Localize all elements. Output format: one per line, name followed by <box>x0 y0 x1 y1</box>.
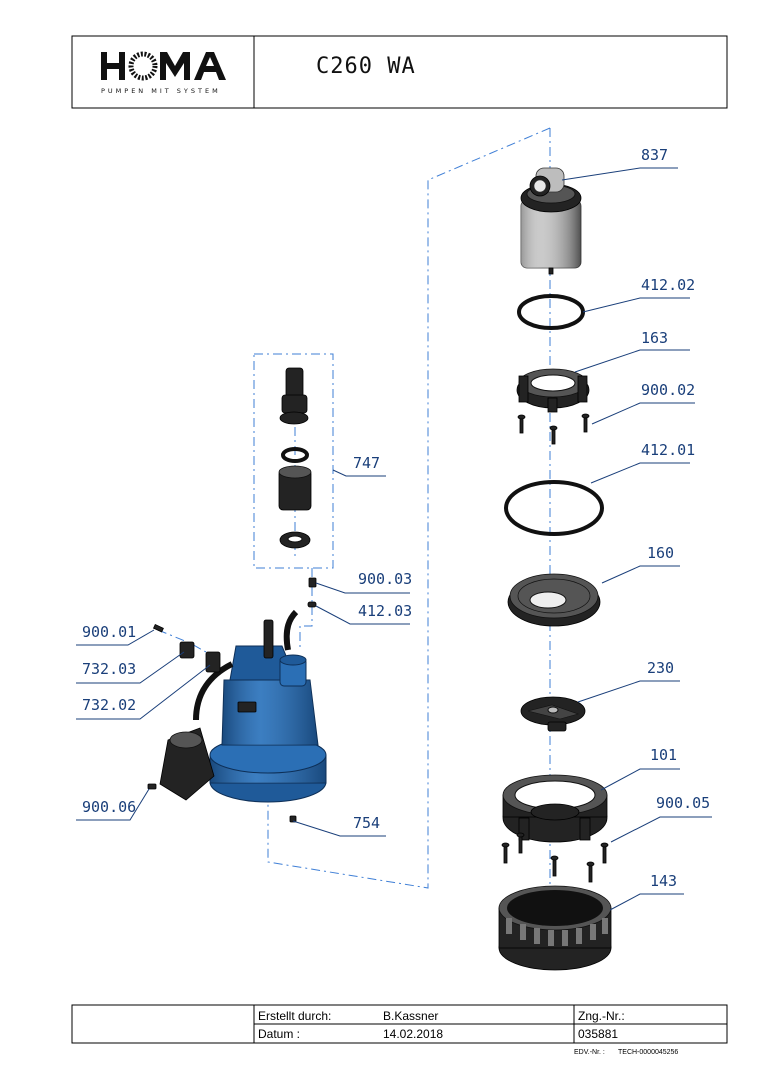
assembly-axes <box>157 127 551 930</box>
impeller-230 <box>520 696 586 732</box>
created-by-label: Erstellt durch: <box>258 1009 331 1023</box>
drawing-no-value: 035881 <box>578 1027 618 1041</box>
label-900-03: 900.03 <box>358 570 412 588</box>
header-frame <box>71 35 728 109</box>
label-837: 837 <box>641 146 668 164</box>
label-900-05: 900.05 <box>656 794 710 812</box>
o-ring-412-01 <box>504 480 604 536</box>
label-754: 754 <box>353 814 380 832</box>
switch-clamp-732-02 <box>205 651 221 673</box>
label-732-02: 732.02 <box>82 696 136 714</box>
switch-clamp-732-03 <box>179 641 195 659</box>
label-412-03: 412.03 <box>358 602 412 620</box>
screw-900-01 <box>152 623 164 633</box>
title-block: Erstellt durch: B.Kassner Datum : 14.02.… <box>71 1004 728 1056</box>
label-160: 160 <box>647 544 674 562</box>
plug-754 <box>289 815 297 823</box>
drawing-no-label: Zng.-Nr.: <box>578 1009 625 1023</box>
box-747 <box>253 353 334 569</box>
label-412-01: 412.01 <box>641 441 695 459</box>
axis-747-down <box>299 568 313 650</box>
label-143: 143 <box>650 872 677 890</box>
bracket-163 <box>516 368 590 413</box>
screws-900-02 <box>517 413 590 445</box>
label-230: 230 <box>647 659 674 677</box>
pump-body <box>209 609 327 803</box>
connector-group-747 <box>278 367 312 549</box>
axis-link <box>267 127 551 889</box>
label-732-03: 732.03 <box>82 660 136 678</box>
homa-logo: PUMPEN MIT SYSTEM <box>101 51 226 95</box>
screw-900-06 <box>147 783 157 790</box>
screws-900-05 <box>501 832 609 883</box>
label-900-06: 900.06 <box>82 798 136 816</box>
logo-tagline: PUMPEN MIT SYSTEM <box>101 87 221 95</box>
motor-837 <box>520 167 582 275</box>
oring-412-03 <box>307 601 317 608</box>
label-412-02: 412.02 <box>641 276 695 294</box>
cover-160 <box>507 573 601 627</box>
label-163: 163 <box>641 329 668 347</box>
label-747: 747 <box>353 454 380 472</box>
header: PUMPEN MIT SYSTEM C260 WA <box>71 35 728 109</box>
base-143 <box>498 885 612 971</box>
edv-value: TECH-0000045256 <box>618 1049 678 1056</box>
label-900-01: 900.01 <box>82 623 136 641</box>
label-101: 101 <box>650 746 677 764</box>
edv-label: EDV.-Nr. : <box>574 1049 605 1056</box>
date-label: Datum : <box>258 1027 300 1041</box>
date-value: 14.02.2018 <box>383 1027 443 1041</box>
o-ring-412-02 <box>517 294 585 330</box>
screw-900-03 <box>308 577 317 588</box>
housing-101 <box>502 774 608 843</box>
leader-lines <box>76 167 712 911</box>
float-switch <box>159 661 234 801</box>
drawing-title: C260 WA <box>316 54 416 79</box>
part-labels: 837 412.02 163 900.02 412.01 160 230 101… <box>82 146 710 890</box>
label-900-02: 900.02 <box>641 381 695 399</box>
created-by-value: B.Kassner <box>383 1009 438 1023</box>
